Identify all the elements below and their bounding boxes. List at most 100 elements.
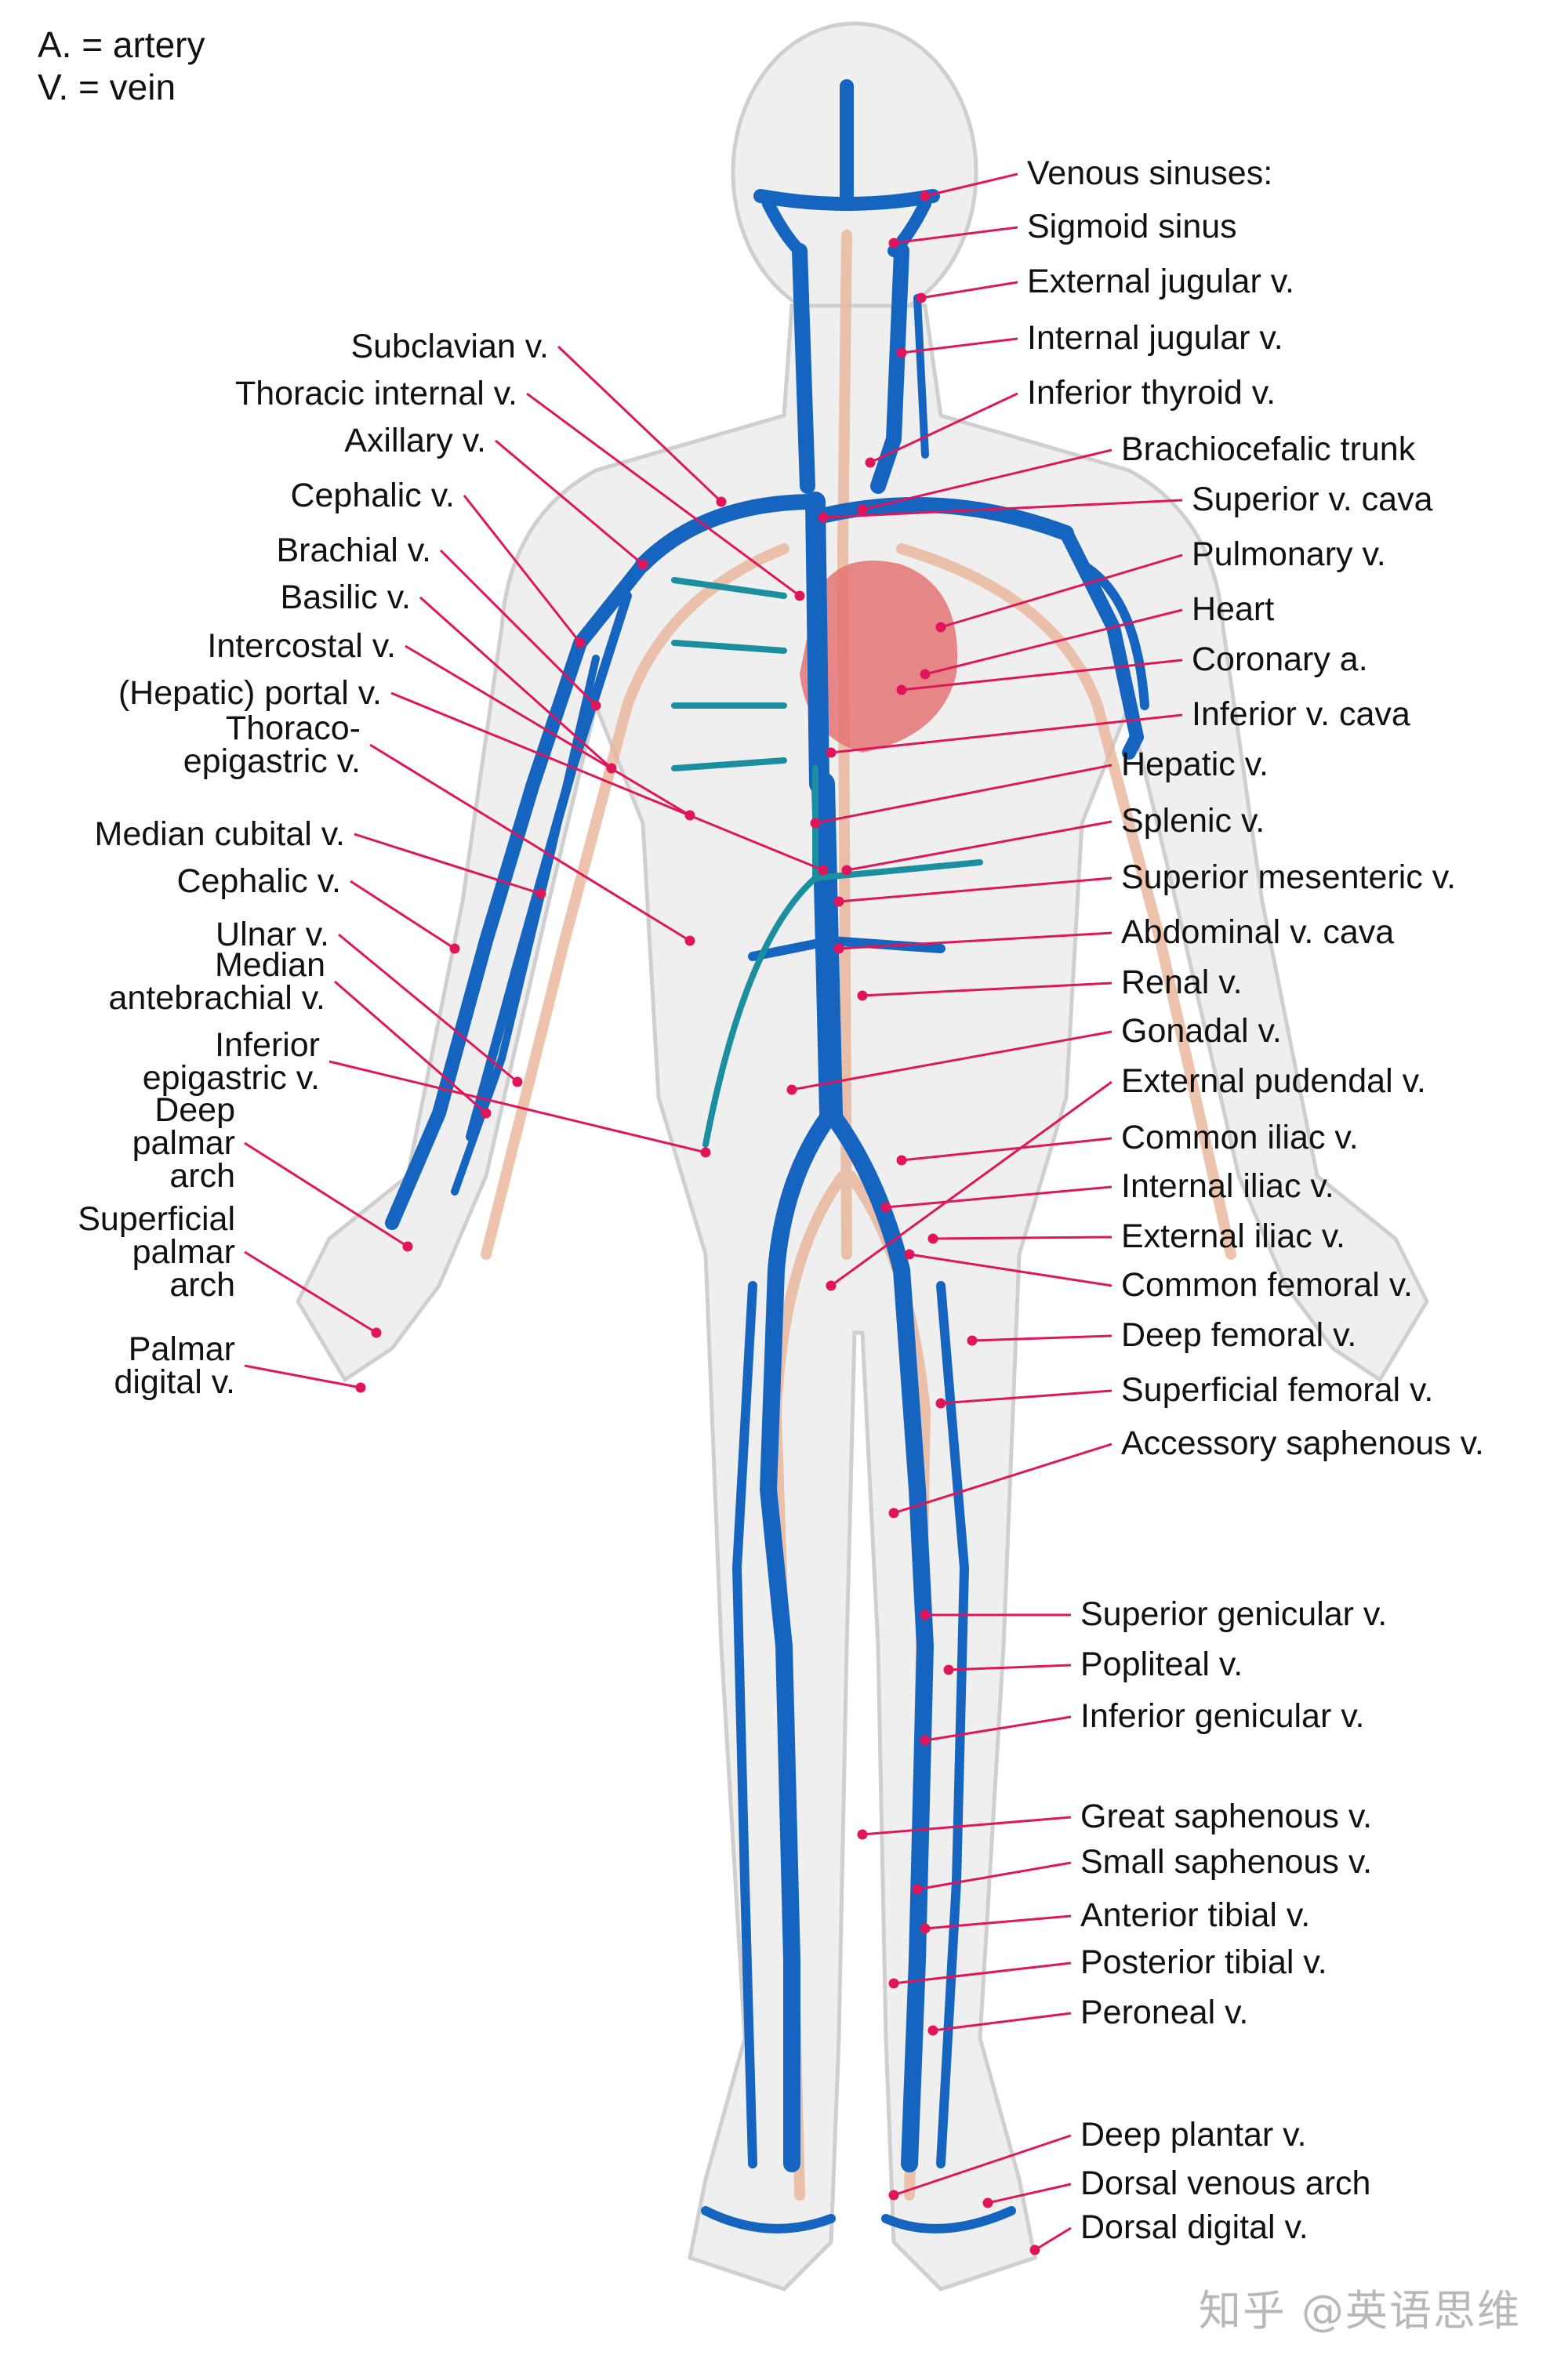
leader-left-11-arrowhead <box>512 1076 523 1087</box>
label-left-3: Cephalic v. <box>290 477 455 514</box>
leader-right-4 <box>869 392 1018 464</box>
leader-left-13-arrowhead <box>700 1147 711 1158</box>
label-right-11: Hepatic v. <box>1121 746 1269 783</box>
leader-right-29 <box>916 1861 1072 1891</box>
leader-right-14 <box>838 931 1112 950</box>
leader-right-21 <box>909 1253 1112 1287</box>
label-left-13: Inferior epigastric v. <box>142 1026 320 1097</box>
leader-left-9-arrowhead <box>535 888 546 899</box>
label-left-16: Palmar digital v. <box>114 1330 235 1401</box>
leader-right-20-arrowhead <box>927 1233 938 1244</box>
leader-right-8-arrowhead <box>920 669 931 680</box>
label-left-10: Cephalic v. <box>176 862 341 900</box>
leader-left-15-arrowhead <box>371 1327 382 1338</box>
leader-right-5-arrowhead <box>857 504 868 515</box>
label-right-27: Inferior genicular v. <box>1080 1697 1365 1735</box>
leader-left-9 <box>354 833 542 895</box>
label-right-33: Deep plantar v. <box>1080 2116 1307 2154</box>
label-right-26: Popliteal v. <box>1080 1646 1243 1683</box>
label-right-20: External iliac v. <box>1121 1217 1345 1255</box>
leader-right-33-arrowhead <box>888 2190 899 2201</box>
leader-right-22-arrowhead <box>967 1335 978 1346</box>
label-left-12: Median antebrachial v. <box>108 946 325 1017</box>
leader-left-16-arrowhead <box>355 1382 366 1393</box>
leader-right-8 <box>924 608 1183 676</box>
leader-left-15 <box>244 1250 377 1334</box>
leader-right-15-arrowhead <box>857 990 868 1001</box>
label-left-14: Deep palmar arch <box>132 1091 235 1195</box>
label-right-35: Dorsal digital v. <box>1080 2208 1308 2246</box>
label-right-25: Superior genicular v. <box>1080 1595 1388 1633</box>
label-left-8: Thoraco- epigastric v. <box>183 709 361 780</box>
leader-right-28-arrowhead <box>857 1829 868 1840</box>
leader-right-30-arrowhead <box>920 1923 931 1934</box>
leader-left-10 <box>350 880 456 950</box>
leader-left-8-arrowhead <box>684 935 695 946</box>
label-right-31: Posterior tibial v. <box>1080 1943 1327 1981</box>
leader-right-3-arrowhead <box>896 347 907 358</box>
leader-left-12-arrowhead <box>481 1108 492 1119</box>
leader-right-24 <box>893 1442 1112 1515</box>
leader-right-35 <box>1034 2226 1072 2252</box>
leader-right-9 <box>901 659 1183 691</box>
leader-right-5 <box>862 448 1112 511</box>
leader-right-0 <box>924 172 1018 198</box>
leader-right-31 <box>893 1961 1072 1985</box>
leader-left-7 <box>390 691 824 872</box>
leader-right-23 <box>940 1389 1112 1405</box>
leader-right-23-arrowhead <box>935 1398 946 1409</box>
leader-left-14-arrowhead <box>402 1241 413 1252</box>
leader-right-28 <box>862 1816 1072 1836</box>
label-left-0: Subclavian v. <box>350 328 549 365</box>
leader-right-25-arrowhead <box>920 1609 931 1620</box>
leader-right-35-arrowhead <box>1029 2244 1040 2255</box>
leader-left-4-arrowhead <box>590 700 601 711</box>
leader-right-1 <box>893 226 1018 245</box>
label-right-0: Venous sinuses: <box>1027 154 1273 192</box>
label-left-2: Axillary v. <box>344 422 486 459</box>
label-right-30: Anterior tibial v. <box>1080 1896 1311 1934</box>
leader-right-10-arrowhead <box>826 747 837 758</box>
leader-right-33 <box>893 2134 1072 2197</box>
leader-left-14 <box>244 1141 408 1248</box>
leader-right-11 <box>815 764 1112 825</box>
leader-right-34 <box>987 2183 1072 2205</box>
label-left-7: (Hepatic) portal v. <box>118 674 382 712</box>
label-right-1: Sigmoid sinus <box>1027 208 1237 245</box>
label-right-24: Accessory saphenous v. <box>1121 1424 1484 1462</box>
leader-left-2-arrowhead <box>637 559 648 570</box>
leader-right-34-arrowhead <box>982 2197 993 2208</box>
leader-left-3 <box>463 495 582 644</box>
leader-right-18-arrowhead <box>896 1155 907 1166</box>
label-right-16: Gonadal v. <box>1121 1012 1282 1050</box>
leader-left-7-arrowhead <box>818 865 829 876</box>
leader-left-0-arrowhead <box>716 496 727 507</box>
leader-right-31-arrowhead <box>888 1978 899 1989</box>
label-right-23: Superficial femoral v. <box>1121 1371 1434 1409</box>
leader-left-8 <box>369 743 691 942</box>
watermark: 知乎 @英语思维 <box>1198 2286 1521 2335</box>
leader-right-13-arrowhead <box>833 896 844 907</box>
legend: A. = artery V. = vein <box>38 24 205 108</box>
leader-right-0-arrowhead <box>920 191 931 201</box>
leader-right-26 <box>948 1664 1072 1671</box>
leader-right-10 <box>830 713 1183 754</box>
leader-left-4 <box>439 549 597 707</box>
leader-left-0 <box>557 345 723 503</box>
label-right-22: Deep femoral v. <box>1121 1316 1357 1354</box>
leader-right-27-arrowhead <box>920 1735 931 1746</box>
leader-right-2-arrowhead <box>916 292 927 303</box>
leader-right-3 <box>901 337 1018 354</box>
leader-right-16-arrowhead <box>786 1084 797 1095</box>
leader-right-27 <box>924 1715 1072 1742</box>
leader-right-18 <box>901 1137 1112 1162</box>
leader-right-20 <box>932 1236 1112 1240</box>
leader-right-6-arrowhead <box>818 512 829 523</box>
leader-right-2 <box>920 281 1018 299</box>
label-right-10: Inferior v. cava <box>1192 695 1410 733</box>
label-right-12: Splenic v. <box>1121 802 1265 840</box>
label-left-5: Basilic v. <box>280 579 411 616</box>
leader-right-24-arrowhead <box>888 1508 899 1519</box>
leader-left-1-arrowhead <box>794 590 805 601</box>
